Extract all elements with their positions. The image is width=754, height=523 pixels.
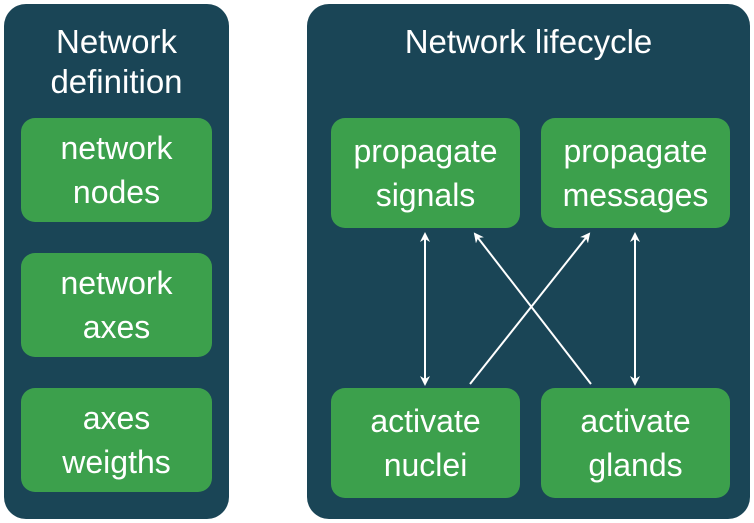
node-network-axes: network axes [21,253,212,357]
arrow-glands-to-signals [473,232,592,385]
arrow-nuclei-to-messages [469,232,591,385]
network-lifecycle-title: Network lifecycle [404,23,653,60]
node-label-line-1: activate [580,403,691,439]
node-label-line-2: glands [588,447,683,483]
node-label-line-2: nodes [72,174,161,210]
title-line-1: Network [55,23,178,60]
node-label-line-2: weigths [62,444,171,480]
node-label-line-1: propagate [353,133,498,169]
network-definition-panel: Network definition network nodes network… [4,4,229,519]
node-label-line-2: signals [375,177,476,213]
node-label-line-1: axes [82,400,151,436]
node-label-line-2: messages [562,177,709,213]
node-label-line-2: axes [82,309,151,345]
title-line-2: definition [50,63,183,100]
node-propagate-messages: propagate messages [541,118,730,228]
node-propagate-signals: propagate signals [331,118,520,228]
node-network-nodes: network nodes [21,118,212,222]
node-label-line-1: network [60,265,173,301]
node-activate-nuclei: activate nuclei [331,388,520,498]
node-label-line-1: activate [370,403,481,439]
node-label-line-1: propagate [563,133,708,169]
network-definition-title: Network definition [4,22,229,102]
node-label-line-1: network [60,130,173,166]
node-activate-glands: activate glands [541,388,730,498]
node-label-line-2: nuclei [383,447,468,483]
node-axes-weigths: axes weigths [21,388,212,492]
